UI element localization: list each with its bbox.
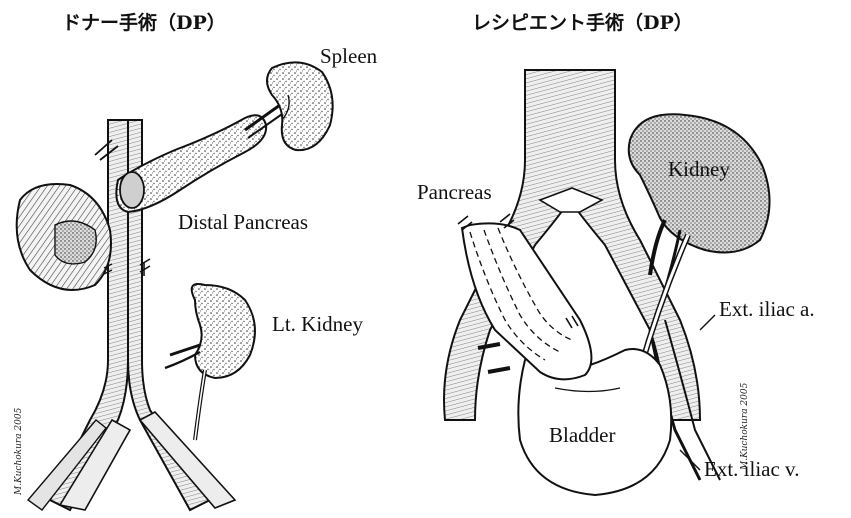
artist-signature-donor: M.Kuchokura 2005 (14, 408, 24, 495)
label-pancreas: Pancreas (417, 182, 492, 203)
label-bladder: Bladder (549, 425, 615, 446)
artist-signature-recipient: M.Kuchokura 2005 (740, 383, 750, 470)
label-ext-iliac-v: Ext. iliac v. (704, 459, 799, 480)
label-kidney: Kidney (668, 159, 730, 180)
donor-panel-title: ドナー手術（DP） (62, 14, 226, 33)
donor-pancreas-head (17, 184, 111, 290)
donor-panel-drawing (17, 62, 333, 510)
label-ext-iliac-a: Ext. iliac a. (719, 299, 815, 320)
label-spleen: Spleen (320, 46, 377, 67)
leader-ext-iliac-a (700, 315, 715, 330)
label-distal-pancreas: Distal Pancreas (178, 212, 308, 233)
donor-left-kidney (165, 284, 255, 440)
leader-ext-iliac-v (680, 450, 700, 470)
recipient-kidney (629, 114, 770, 370)
label-lt-kidney: Lt. Kidney (272, 314, 363, 335)
recipient-panel-title: レシピエント手術（DP） (472, 14, 693, 33)
